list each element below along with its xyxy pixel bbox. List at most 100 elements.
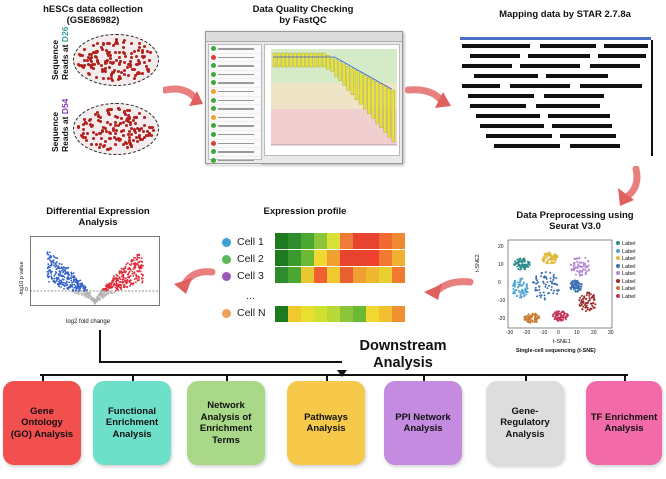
section6-title: Differential Expression Analysis	[18, 206, 178, 228]
heatmap-cell	[275, 267, 288, 283]
heatmap-cell	[392, 267, 405, 283]
tsne-point	[539, 291, 542, 294]
tsne-point	[514, 283, 517, 286]
volcano-point	[48, 251, 51, 254]
tsne-point	[586, 291, 589, 294]
tsne-point	[574, 266, 577, 269]
heatmap-cell	[314, 233, 327, 249]
volcano-point	[70, 275, 73, 277]
volcano-point	[49, 254, 52, 257]
tsne-point	[590, 307, 593, 310]
module-label-line	[218, 133, 254, 136]
tsne-point	[545, 277, 548, 280]
tsne-point	[538, 288, 541, 291]
cell-dot	[95, 41, 99, 45]
section6-title-line1: Differential Expression	[46, 206, 150, 217]
tsne-point	[571, 285, 574, 288]
legend-dot	[616, 278, 620, 283]
analysis-label-line: PPI Network	[395, 411, 451, 423]
tsne-point	[519, 291, 522, 294]
tsne-point	[549, 277, 552, 280]
cell-dot	[122, 41, 126, 45]
heatmap-cell	[379, 267, 392, 283]
tsne-point	[548, 284, 551, 287]
tsne-point	[517, 260, 520, 263]
cell-dot	[108, 57, 112, 61]
volcano-point	[112, 278, 114, 280]
cell-dot	[130, 132, 134, 136]
cell-dot	[118, 50, 122, 54]
volcano-point	[53, 280, 55, 283]
fastqc-module-item	[209, 45, 261, 54]
volcano-point	[129, 267, 132, 270]
tsne-point	[552, 273, 555, 276]
volcano-point	[124, 265, 127, 268]
tsne-point	[542, 282, 545, 285]
legend-dot	[616, 248, 620, 253]
cell-dot	[91, 44, 95, 48]
volcano-point	[84, 287, 86, 290]
cell-dot	[120, 117, 124, 121]
volcano-point	[53, 264, 55, 267]
volcano-point	[57, 266, 60, 268]
volcano-point	[95, 300, 97, 303]
volcano-point	[68, 273, 70, 276]
label-d54: Sequence Reads at D54	[50, 99, 70, 152]
cell-dot	[90, 56, 94, 60]
mapped-read	[476, 114, 540, 118]
volcano-point	[77, 289, 80, 292]
mapped-read	[474, 74, 538, 78]
tsne-point	[589, 302, 592, 305]
section5-title: Expression profile	[240, 206, 370, 217]
cell-dot	[151, 129, 155, 133]
volcano-point	[133, 278, 136, 281]
tsne-point	[553, 318, 556, 321]
volcano-point	[73, 283, 76, 286]
section2-title-line2: by FastQC	[279, 15, 327, 26]
mapped-read	[544, 94, 604, 98]
cell-dot	[99, 115, 103, 119]
mapped-read	[552, 124, 612, 128]
cell-dot	[92, 137, 96, 141]
cell-dot	[133, 127, 137, 131]
volcano-point	[58, 267, 61, 270]
tsne-point	[512, 290, 515, 293]
volcano-point	[129, 283, 132, 286]
cell-dot	[84, 121, 88, 125]
fastqc-box	[305, 52, 309, 68]
tsne-legend-item: Label	[616, 248, 635, 255]
heatmap-cell	[379, 233, 392, 249]
status-icon	[211, 106, 216, 112]
volcano-point	[71, 285, 74, 288]
fastqc-module-item	[209, 97, 261, 106]
tsne-point	[582, 265, 585, 268]
cell-dot	[99, 142, 103, 146]
fastqc-box	[285, 52, 289, 68]
volcano-point	[55, 278, 58, 280]
tsne-point	[579, 301, 582, 304]
cell-dot	[95, 143, 99, 147]
tsne-point	[517, 267, 520, 270]
cell-dot	[130, 55, 134, 59]
mapped-read	[520, 64, 580, 68]
tsne-point	[517, 286, 520, 289]
fastqc-module-item	[209, 114, 261, 123]
tsne-point	[536, 289, 539, 292]
cell-dot	[121, 134, 125, 138]
cell-dot	[122, 110, 126, 114]
volcano-point	[71, 283, 74, 286]
tsne-point	[514, 260, 517, 263]
mapped-read	[580, 84, 642, 88]
volcano-point	[69, 285, 72, 288]
tsne-point	[574, 273, 577, 276]
cell-label: Cell 1	[237, 236, 264, 248]
volcano-point	[63, 268, 65, 271]
volcano-point	[110, 283, 113, 286]
volcano-point	[141, 280, 144, 283]
cell-dot	[81, 132, 85, 136]
tsne-plot	[507, 239, 613, 329]
cell-dot	[105, 58, 109, 62]
status-icon	[211, 149, 216, 155]
cell-dot	[138, 42, 142, 46]
volcano-point	[46, 251, 49, 254]
